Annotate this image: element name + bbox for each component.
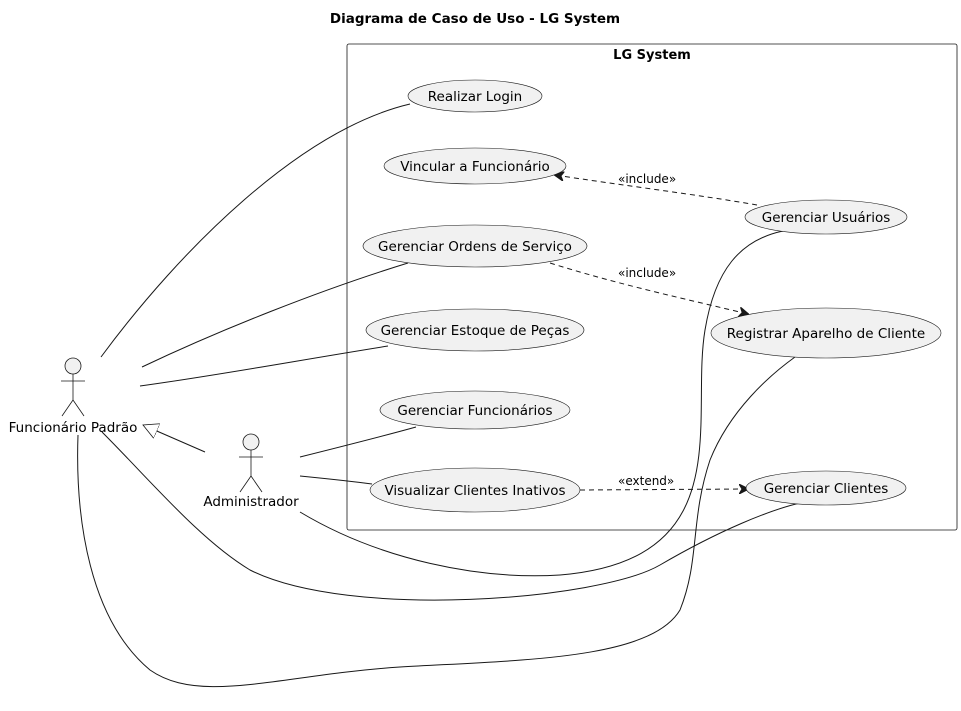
use-case-funcionarios[interactable]: Gerenciar Funcionários — [379, 390, 571, 430]
extend-inativos-clientes — [579, 489, 748, 490]
use-case-vincular[interactable]: Vincular a Funcionário — [383, 147, 567, 185]
extend-label-1: «extend» — [618, 474, 674, 488]
use-case-clientes-label: Gerenciar Clientes — [764, 481, 889, 497]
use-case-registrar-label: Registrar Aparelho de Cliente — [727, 326, 925, 342]
use-case-clientes[interactable]: Gerenciar Clientes — [745, 470, 907, 506]
use-case-registrar[interactable]: Registrar Aparelho de Cliente — [710, 307, 942, 359]
include-label-1: «include» — [618, 172, 676, 186]
include-ordens-registrar — [549, 262, 748, 314]
assoc-funcionario-estoque — [139, 345, 389, 387]
include-usuarios-vincular — [555, 175, 758, 206]
include-label-2: «include» — [618, 266, 676, 280]
dependencies: «include» «include» «extend» — [549, 172, 758, 490]
use-case-login-label: Realizar Login — [428, 89, 522, 105]
assoc-admin-funcionarios — [299, 426, 417, 458]
assoc-funcionario-ordens — [141, 262, 409, 368]
generalization-admin-funcionario — [143, 425, 206, 453]
assoc-funcionario-login — [100, 103, 411, 358]
assoc-admin-inativos — [299, 475, 373, 485]
actor-funcionario-label: Funcionário Padrão — [9, 420, 138, 436]
diagram-title: Diagrama de Caso de Uso - LG System — [330, 11, 620, 27]
actor-administrador[interactable]: Administrador — [203, 433, 299, 510]
use-case-usuarios[interactable]: Gerenciar Usuários — [744, 199, 908, 235]
use-case-funcionarios-label: Gerenciar Funcionários — [397, 403, 552, 419]
use-case-inativos-label: Visualizar Clientes Inativos — [384, 483, 565, 499]
assoc-funcionario-clientes — [101, 431, 801, 601]
use-case-inativos[interactable]: Visualizar Clientes Inativos — [369, 467, 581, 513]
use-case-login[interactable]: Realizar Login — [407, 79, 543, 113]
use-case-ordens[interactable]: Gerenciar Ordens de Serviço — [362, 224, 588, 268]
use-case-estoque-label: Gerenciar Estoque de Peças — [381, 323, 570, 339]
assoc-admin-usuarios — [299, 230, 784, 577]
assoc-funcionario-registrar — [77, 356, 796, 688]
associations — [77, 103, 801, 688]
use-case-vincular-label: Vincular a Funcionário — [400, 159, 550, 175]
stick-figure-icon — [239, 433, 263, 493]
actor-funcionario-padrao[interactable]: Funcionário Padrão — [9, 357, 138, 436]
use-case-ordens-label: Gerenciar Ordens de Serviço — [378, 239, 572, 255]
system-label: LG System — [613, 48, 691, 63]
use-case-usuarios-label: Gerenciar Usuários — [762, 210, 891, 226]
actor-administrador-label: Administrador — [203, 494, 299, 510]
use-case-estoque[interactable]: Gerenciar Estoque de Peças — [365, 308, 585, 352]
stick-figure-icon — [61, 357, 85, 417]
system-boundary: LG System — [346, 43, 958, 531]
